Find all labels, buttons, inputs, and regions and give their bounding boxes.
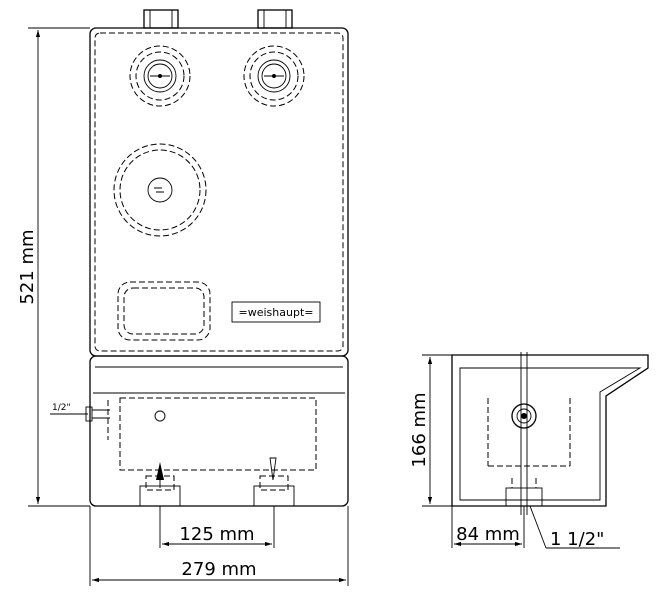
brand-logo: =weishaupt= xyxy=(239,306,314,319)
pump-circle xyxy=(113,143,207,237)
brand-plate xyxy=(231,301,321,323)
side-height-dimension-label: 166 mm xyxy=(409,392,430,467)
display-window xyxy=(117,281,211,341)
height-dimension-label: 521 mm xyxy=(17,229,38,304)
lower-base xyxy=(85,355,349,507)
spacing-dimension-label: 125 mm xyxy=(179,524,254,545)
thermometer-gauge-right xyxy=(243,45,305,107)
offset-dimension-label: 84 mm xyxy=(456,524,520,545)
top-fitting-right xyxy=(257,9,293,29)
side-valve xyxy=(511,403,537,429)
front-view: =weishaupt= 1/2" xyxy=(17,9,349,586)
thread-label-side: 1 1/2" xyxy=(550,529,604,550)
width-dimension-label: 279 mm xyxy=(181,559,256,580)
thread-label-front: 1/2" xyxy=(52,403,71,413)
thermometer-gauge-left xyxy=(129,45,191,107)
top-fitting-left xyxy=(143,9,179,29)
side-view: 166 mm 84 mm 1 1/2" xyxy=(409,352,649,550)
